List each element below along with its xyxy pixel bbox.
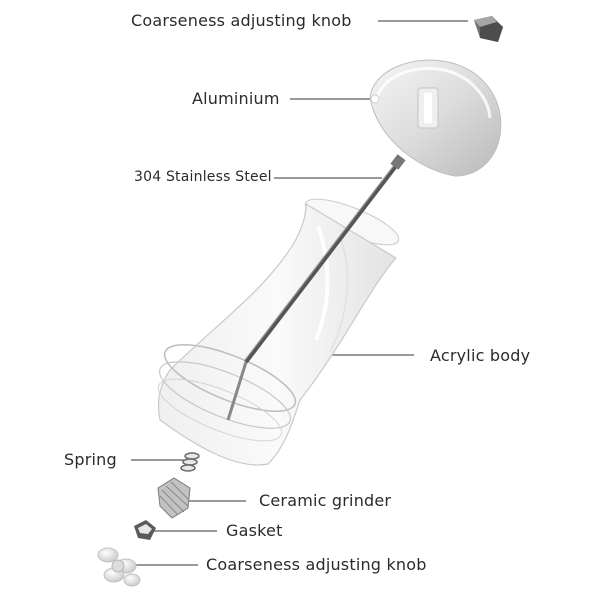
ceramic-grinder-part (157, 477, 191, 519)
aluminium-cap-part (369, 59, 502, 177)
label-spring: Spring (64, 450, 117, 469)
spring-part (180, 452, 200, 472)
label-aluminium: Aluminium (192, 89, 280, 108)
label-steel: 304 Stainless Steel (134, 169, 272, 185)
gasket-part (134, 520, 156, 540)
steel-rod-part (226, 154, 406, 421)
label-gasket: Gasket (226, 521, 283, 540)
label-knob-top: Coarseness adjusting knob (131, 11, 352, 30)
label-ceramic: Ceramic grinder (259, 491, 392, 510)
label-acrylic: Acrylic body (430, 346, 531, 365)
label-knob-bottom: Coarseness adjusting knob (206, 555, 427, 574)
top-knob-part (474, 16, 503, 42)
acrylic-body-part (157, 198, 400, 466)
bottom-knob-part (97, 547, 141, 587)
